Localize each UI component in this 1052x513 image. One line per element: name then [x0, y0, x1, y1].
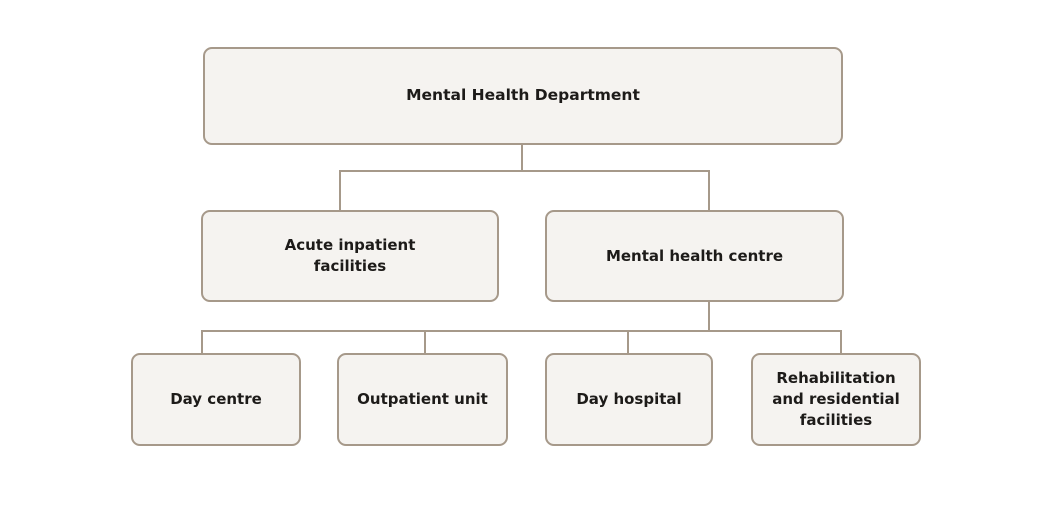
node-label: Day hospital — [576, 390, 682, 408]
edge-mhc-branches — [201, 330, 842, 353]
node-mental-health-centre: Mental health centre — [545, 210, 844, 302]
node-day-hospital: Day hospital — [545, 353, 713, 446]
node-label: Day centre — [170, 390, 262, 408]
node-day-centre: Day centre — [131, 353, 301, 446]
node-acute-inpatient-facilities: Acute inpatient facilities — [201, 210, 499, 302]
node-label: Rehabilitation and residential facilitie… — [772, 369, 900, 429]
node-label: Mental Health Department — [406, 86, 640, 105]
node-label: Acute inpatient facilities — [284, 236, 416, 275]
node-mental-health-department: Mental Health Department — [203, 47, 843, 145]
edge-root-branches — [339, 170, 710, 210]
node-label: Mental health centre — [605, 246, 784, 265]
node-outpatient-unit: Outpatient unit — [337, 353, 508, 446]
node-rehabilitation-and-residential-facilities: Rehabilitation and residential facilitie… — [751, 353, 921, 446]
node-label: Outpatient unit — [357, 390, 488, 408]
